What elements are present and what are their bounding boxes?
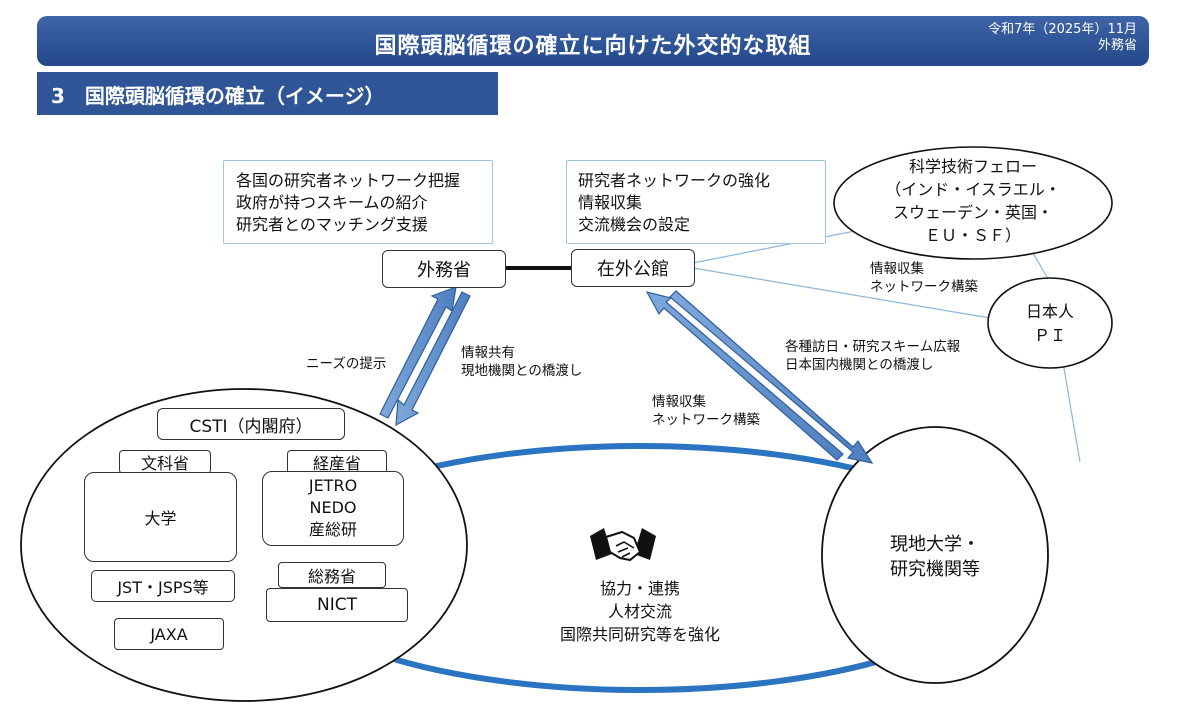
share-line: 現地機関との橋渡し [461, 363, 583, 379]
collect-mid-line: 情報収集 [652, 394, 706, 410]
fellow-label: 科学技術フェロー （インド・イスラエル・ スウェーデン・英国・ ＥＵ・ＳＦ） [834, 155, 1112, 247]
fellow-line: ＥＵ・ＳＦ） [924, 226, 1021, 245]
section-heading: 3 国際頭脳循環の確立（イメージ） [37, 72, 498, 115]
section-title: 3 国際頭脳循環の確立（イメージ） [51, 84, 385, 108]
collect-right-label: 情報収集 ネットワーク構築 [870, 260, 978, 296]
handshake-icon [590, 528, 656, 562]
local-institutions-label: 現地大学・ 研究機関等 [840, 532, 1030, 582]
visits-line: 各種訪日・研究スキーム広報 [785, 339, 961, 355]
pi-label: 日本人 ＰＩ [988, 300, 1112, 348]
share-line: 情報共有 [461, 345, 515, 361]
embassy-role-line: 研究者ネットワークの強化 [578, 171, 771, 190]
fellow-line: スウェーデン・英国・ [892, 203, 1053, 222]
header-banner: 国際頭脳循環の確立に向けた外交的な取組 令和7年（2025年）11月 外務省 [37, 16, 1149, 66]
pi-line: ＰＩ [1033, 326, 1066, 345]
header-meta: 令和7年（2025年）11月 外務省 [988, 22, 1137, 54]
mofa-role-line: 各国の研究者ネットワーク把握 [236, 171, 461, 190]
arrows [379, 286, 874, 464]
nict-box: NICT [266, 588, 408, 622]
jst-jsps-box: JST・JSPS等 [91, 570, 235, 602]
university-box: 大学 [84, 472, 237, 562]
visits-label: 各種訪日・研究スキーム広報 日本国内機関との橋渡し [785, 338, 960, 374]
embassy-node: 在外公館 [571, 249, 695, 287]
jaxa-box: JAXA [114, 618, 224, 650]
fellow-ellipse [833, 146, 1113, 260]
collect-mid-line: ネットワーク構築 [652, 412, 760, 428]
share-label: 情報共有 現地機関との橋渡し [461, 344, 582, 380]
meti-org: 産総研 [308, 520, 357, 539]
local-line: 研究機関等 [890, 559, 980, 580]
local-ellipse [821, 426, 1049, 684]
mofa-role-line: 政府が持つスキームの紹介 [236, 193, 428, 212]
pi-line: 日本人 [1025, 302, 1074, 321]
collect-right-line: ネットワーク構築 [870, 279, 978, 295]
mext-label: 文科省 [119, 450, 211, 474]
coop-line: 協力・連携 [599, 579, 680, 598]
meti-label: 経産省 [287, 450, 387, 474]
page-title: 国際頭脳循環の確立に向けた外交的な取組 [374, 34, 812, 59]
cooperation-label: 協力・連携 人材交流 国際共同研究等を強化 [520, 577, 760, 646]
local-line: 現地大学・ [890, 534, 980, 555]
embassy-role-box: 研究者ネットワークの強化 情報収集 交流機会の設定 [566, 160, 826, 244]
visits-arrow [669, 290, 874, 464]
embassy-role-line: 情報収集 [578, 193, 643, 212]
meti-orgs-box: JETRO NEDO 産総研 [262, 471, 404, 546]
embassy-role-line: 交流機会の設定 [578, 215, 691, 234]
pi-ellipse [987, 277, 1113, 369]
fellow-line: （インド・イスラエル・ [885, 180, 1061, 199]
share-arrow [395, 291, 471, 427]
collect-mid-label: 情報収集 ネットワーク構築 [652, 393, 760, 429]
coop-line: 国際共同研究等を強化 [559, 625, 720, 644]
meti-org: NEDO [309, 498, 357, 517]
csti-box: CSTI（内閣府） [157, 408, 345, 440]
collect-right-line: 情報収集 [870, 261, 924, 277]
needs-label: ニーズの提示 [306, 356, 387, 372]
header-org: 外務省 [1097, 38, 1137, 53]
mofa-role-box: 各国の研究者ネットワーク把握 政府が持つスキームの紹介 研究者とのマッチング支援 [223, 160, 493, 244]
mic-label: 総務省 [278, 562, 386, 588]
fellow-line: 科学技術フェロー [908, 157, 1037, 176]
header-date: 令和7年（2025年）11月 [988, 22, 1137, 37]
meti-org: JETRO [308, 476, 358, 495]
visits-line: 日本国内機関との橋渡し [785, 357, 934, 373]
mofa-node: 外務省 [382, 250, 506, 288]
collect-arrow [645, 291, 844, 461]
mofa-role-line: 研究者とのマッチング支援 [236, 215, 428, 234]
coop-line: 人材交流 [607, 602, 672, 621]
